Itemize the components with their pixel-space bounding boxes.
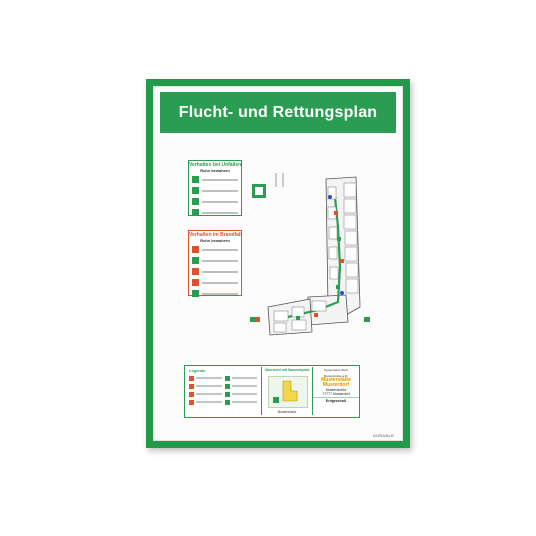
legend-item xyxy=(189,399,222,405)
site-map xyxy=(268,376,308,408)
poster-frame: Flucht- und Rettungsplan Verhalten bei U… xyxy=(146,79,410,448)
address-street: Musterstraße xyxy=(325,388,347,392)
escape-route-icon xyxy=(192,257,199,264)
evacuation-plan-sheet: Flucht- und Rettungsplan Verhalten bei U… xyxy=(153,86,403,441)
legend-item xyxy=(224,399,257,405)
legend-item xyxy=(189,375,222,381)
no-elevator-icon xyxy=(192,279,199,286)
legend-item xyxy=(224,375,257,381)
phone-icon xyxy=(192,187,199,194)
info-strip: Legende Übersicht mit Sammelplatz xyxy=(184,365,360,418)
first-aid-icon xyxy=(192,176,199,183)
first-aid-icon xyxy=(192,209,199,216)
address-company: Musterstätte xyxy=(321,377,351,383)
legend-item xyxy=(224,383,257,389)
legend-item xyxy=(189,391,222,397)
legend-item xyxy=(189,383,222,389)
address-city: 77777 Musterdorf xyxy=(322,392,350,396)
site-caption: Musterstraße xyxy=(277,410,297,414)
accident-instructions-panel: Verhalten bei Unfällen Ruhe bewahren xyxy=(188,160,242,216)
assembly-point-icon xyxy=(192,290,199,297)
accident-row xyxy=(192,197,238,206)
fire-panel-subtitle: Ruhe bewahren xyxy=(200,238,230,243)
fire-row xyxy=(192,267,238,276)
accident-panel-title: Verhalten bei Unfällen xyxy=(189,162,241,168)
address-line2: Musterstraße a.Fl. xyxy=(323,373,349,378)
title-bar: Flucht- und Rettungsplan xyxy=(158,90,398,135)
floor-plan xyxy=(250,173,370,336)
accident-row xyxy=(192,175,238,184)
fire-row xyxy=(192,245,238,254)
fire-instructions-panel: Verhalten im Brandfall Ruhe bewahren xyxy=(188,230,242,298)
legend: Legende xyxy=(186,367,260,415)
plan-title: Flucht- und Rettungsplan xyxy=(178,103,378,121)
fire-row xyxy=(192,278,238,287)
site-overview-title: Übersicht mit Sammelplatz xyxy=(264,368,310,372)
site-overview: Übersicht mit Sammelplatz Musterstraße xyxy=(261,367,312,415)
accident-row xyxy=(192,208,238,217)
person-icon xyxy=(192,198,199,205)
address-company2: Musterdorf xyxy=(322,382,350,388)
legend-title: Legende xyxy=(189,368,206,373)
fire-panel-title: Verhalten im Brandfall xyxy=(189,232,241,238)
legend-item xyxy=(224,391,257,397)
fire-alarm-icon xyxy=(192,246,199,253)
address-block: Systemhaus Werk Musterstraße a.Fl. Muste… xyxy=(312,367,359,415)
accident-row xyxy=(192,186,238,195)
fire-row xyxy=(192,256,238,265)
fire-row xyxy=(192,289,238,298)
accident-panel-subtitle: Ruhe bewahren xyxy=(200,168,230,173)
address-line1: Systemhaus Werk xyxy=(323,368,349,372)
extinguisher-icon xyxy=(192,268,199,275)
brand-logo: DURABLE xyxy=(373,433,394,438)
address-floor: Erdgeschoß xyxy=(313,397,359,403)
